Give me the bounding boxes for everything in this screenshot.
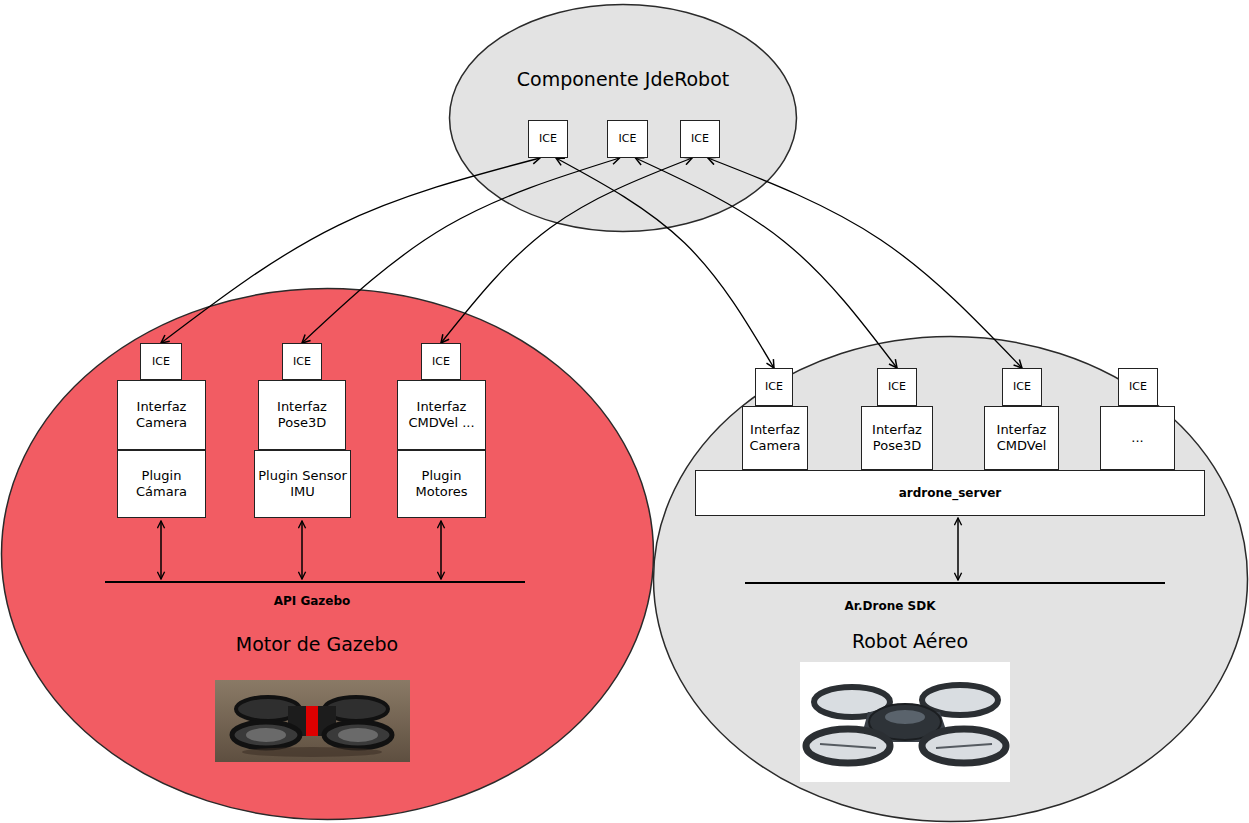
rotor-blade: [246, 728, 286, 742]
api-bus-line: [105, 581, 525, 583]
node-label: Interfaz Camera: [121, 399, 202, 432]
node-label: ICE: [691, 132, 709, 146]
node-label: ICE: [765, 380, 783, 394]
drone-marker: [306, 706, 318, 736]
ellipse-shape: [654, 337, 1248, 822]
ice-box: ICE: [1002, 368, 1042, 406]
drone-shell-top: [885, 710, 925, 724]
ice-box: ICE: [1118, 368, 1158, 406]
rotor-hull: [806, 729, 890, 763]
node-label: ICE: [539, 132, 557, 146]
plugin-box: Plugin Cámara: [117, 450, 206, 518]
node-label: ICE: [152, 355, 170, 369]
ice-box: ICE: [140, 343, 182, 380]
interface-box: Interfaz Pose3D: [861, 406, 933, 470]
api-link-arrow: [160, 521, 162, 579]
ice-connector: [556, 158, 774, 368]
interface-box: Interfaz CMDVel ...: [397, 380, 486, 450]
node-label: ICE: [1013, 380, 1031, 394]
ardrone-photo: [800, 662, 1010, 782]
interface-box: Interfaz Pose3D: [258, 380, 346, 450]
ice-box: ICE: [680, 120, 720, 158]
node-label: ardrone_server: [899, 486, 1002, 501]
api-link-arrow: [301, 521, 303, 579]
ice-box: ICE: [755, 368, 793, 406]
node-label: Plugin Motores: [401, 468, 482, 501]
node-label: ICE: [432, 355, 450, 369]
plugin-box: Plugin Motores: [397, 450, 486, 518]
server-box: ardrone_server: [695, 470, 1205, 516]
node-label: Interfaz Camera: [746, 422, 804, 455]
ellipse-shape: [2, 289, 654, 820]
ellipse-outline: [448, 3, 798, 233]
node-label: Robot Aéreo: [770, 630, 1050, 654]
node-label: Interfaz CMDVel: [988, 422, 1055, 455]
interface-box: ...: [1100, 406, 1175, 470]
node-label: ICE: [619, 132, 637, 146]
ellipse-shape: [450, 5, 797, 232]
node-label: Plugin Sensor IMU: [258, 468, 347, 501]
sdk-link-arrow: [957, 518, 959, 580]
rotor-blade: [338, 728, 378, 742]
ice-connector: [708, 158, 1022, 368]
node-label: ICE: [888, 380, 906, 394]
ice-box: ICE: [528, 120, 568, 158]
rotor-blade: [936, 744, 992, 748]
sdk-bus-line: [745, 582, 1165, 584]
ice-box: ICE: [282, 343, 322, 380]
node-label: ICE: [293, 355, 311, 369]
ice-connector: [161, 158, 540, 343]
api-label: API Gazebo: [274, 594, 351, 609]
api-link-arrow: [440, 521, 442, 579]
ice-box: ICE: [607, 120, 648, 158]
rotor-ring: [324, 722, 392, 748]
drone-shadow: [242, 747, 382, 757]
rotor-hull: [922, 729, 1006, 763]
interface-box: Interfaz CMDVel: [984, 406, 1059, 470]
rotor-blade: [820, 744, 876, 748]
node-label: ICE: [1129, 380, 1147, 394]
ice-connector: [302, 158, 620, 343]
node-label: Interfaz CMDVel ...: [401, 399, 482, 432]
ice-connector: [441, 158, 692, 343]
node-label: Interfaz Pose3D: [262, 399, 342, 432]
plugin-box: Plugin Sensor IMU: [254, 450, 351, 518]
component-ellipse: Componente JdeRobotICE ICE ICE: [448, 3, 798, 233]
node-label: ...: [1131, 430, 1143, 446]
ice-connector: [636, 158, 898, 368]
ice-box: ICE: [877, 368, 917, 406]
sdk-label: Ar.Drone SDK: [845, 599, 936, 614]
ice-box: ICE: [421, 343, 461, 380]
interface-box: Interfaz Camera: [742, 406, 808, 470]
rotor-ring: [232, 722, 300, 748]
node-label: Interfaz Pose3D: [865, 422, 929, 455]
photo-ground: [800, 662, 1010, 782]
render-ground: [215, 680, 410, 762]
node-label: Plugin Cámara: [121, 468, 202, 501]
gazebo-drone-render: [215, 680, 410, 762]
node-label: Motor de Gazebo: [167, 633, 467, 657]
interface-box: Interfaz Camera: [117, 380, 206, 450]
node-label: Componente JdeRobot: [463, 68, 783, 92]
